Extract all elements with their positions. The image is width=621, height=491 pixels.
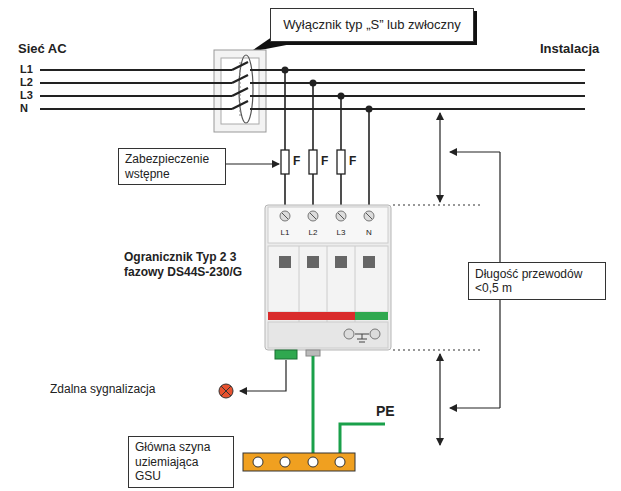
junction-dots bbox=[282, 67, 373, 113]
note-box: Zabezpieczenie wstępne bbox=[118, 148, 226, 185]
leader-line bbox=[450, 407, 500, 408]
phase-label: L1 bbox=[20, 63, 33, 76]
phase-label: L2 bbox=[20, 76, 33, 89]
phase-label: N bbox=[20, 102, 28, 115]
terminal-label: L3 bbox=[331, 228, 351, 237]
leader-line bbox=[450, 151, 500, 152]
note-box: Długość przewodów <0,5 m bbox=[468, 262, 606, 300]
phase-label: L3 bbox=[20, 89, 33, 102]
surge-arrester bbox=[265, 205, 391, 359]
signal-label: Zdalna sygnalizacja bbox=[50, 383, 155, 397]
fuse-label: F bbox=[293, 155, 300, 169]
fuse-symbol bbox=[281, 150, 345, 174]
tap-wires bbox=[285, 70, 369, 207]
fuse-label: F bbox=[321, 155, 328, 169]
pe-label: PE bbox=[376, 403, 395, 419]
node-text: Wyłącznik typ „S” lub zwłoczny bbox=[283, 17, 461, 33]
terminal-label: N bbox=[359, 228, 379, 237]
dimension-arrow bbox=[439, 354, 440, 445]
earth-wire bbox=[312, 356, 315, 462]
node-text: Główna szyna uziemiająca GSU bbox=[135, 440, 227, 483]
leader-line bbox=[226, 163, 279, 164]
node-text: Zabezpieczenie wstępne bbox=[125, 152, 219, 181]
side-label: Instalacja bbox=[540, 42, 599, 57]
signal-wire bbox=[240, 360, 286, 391]
device-name: Ogranicznik Typ 2 3 fazowy DS44S-230/G bbox=[124, 250, 246, 280]
terminal-label: L2 bbox=[303, 228, 323, 237]
earth-busbar bbox=[243, 453, 355, 471]
breaker-symbol bbox=[214, 50, 266, 132]
node-text: Długość przewodów <0,5 m bbox=[475, 267, 599, 296]
dimension-arrow bbox=[439, 113, 440, 202]
fuse-label: F bbox=[349, 155, 356, 169]
note-box: Główna szyna uziemiająca GSU bbox=[128, 436, 234, 488]
callout-box: Wyłącznik typ „S” lub zwłoczny bbox=[270, 8, 474, 42]
dimension-line bbox=[393, 205, 480, 350]
terminal-label: L1 bbox=[275, 228, 295, 237]
signal-lamp bbox=[219, 384, 233, 398]
side-label: Sieć AC bbox=[18, 42, 67, 57]
